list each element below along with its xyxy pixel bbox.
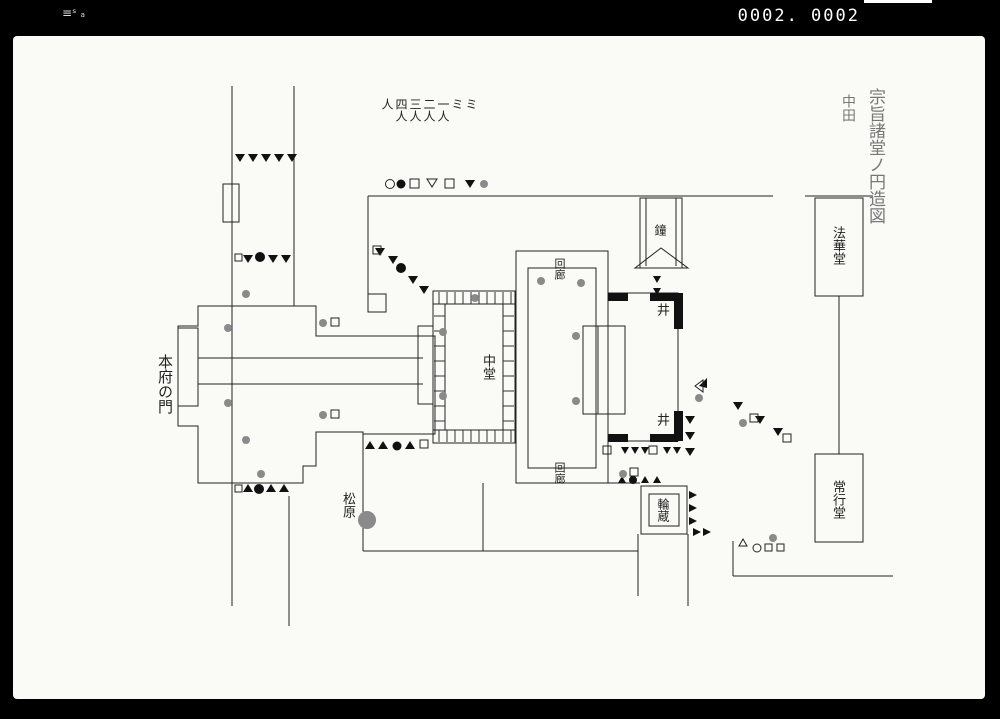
lane-gate-post xyxy=(222,183,240,223)
legend-label-1: ミ xyxy=(450,98,464,110)
triangle-column-right-of-sutra xyxy=(689,491,711,536)
frame-counter: 0002. 0002 xyxy=(737,6,860,26)
gray-markers xyxy=(224,277,777,542)
bell-tower-label: 鐘 xyxy=(653,224,667,236)
sutra-hall-outline xyxy=(640,485,688,535)
corner-mark: ≡ˢ ₐ xyxy=(62,6,86,20)
bell-tower-side-markers xyxy=(653,276,661,295)
well-lower-label: 井 xyxy=(654,413,669,426)
film-tab xyxy=(864,0,932,3)
bell-tower-roof xyxy=(633,247,690,269)
legend-label-6: 人 xyxy=(380,98,394,110)
legend-label-3: 二人 xyxy=(422,98,436,122)
front-courtyard-outline xyxy=(177,305,436,484)
corridor-upper-label: 回廊 xyxy=(553,258,566,280)
corridor-lower-label: 回廊 xyxy=(553,462,566,484)
diagonal-markers-upper xyxy=(375,248,429,294)
temple-plan-drawing xyxy=(177,86,893,626)
triangle-row-inner-court-bottom xyxy=(621,447,681,454)
right-hall-lower-label: 常行堂 xyxy=(830,480,845,519)
legend-labels: ミ ミ 一人 二人 三人 四人 人 xyxy=(380,98,478,174)
triangle-row-courtyard-bottom xyxy=(365,441,415,451)
right-hall-upper-label: 法華堂 xyxy=(830,226,845,265)
corridor-block-outline xyxy=(515,250,609,484)
middle-hall-steps xyxy=(417,325,434,405)
courtyard-side-gate xyxy=(367,293,387,313)
triangle-row-near-sutra xyxy=(618,476,661,484)
legend-symbols xyxy=(385,178,488,189)
inner-court-wall xyxy=(608,292,679,442)
sutra-hall-inner xyxy=(648,493,680,527)
middle-hall-label: 中堂 xyxy=(480,354,495,380)
main-gate-label: 本府の門 xyxy=(156,354,174,414)
triangle-row-lower-lane xyxy=(243,484,289,494)
sutra-hall-label: 輪蔵 xyxy=(656,498,670,522)
matsu-hara-label: 松原 xyxy=(340,492,355,518)
open-symbols-in-plan xyxy=(234,245,792,553)
plan-title: 宗旨諸堂ノ円造図 xyxy=(865,88,885,224)
legend-label-2: 一人 xyxy=(436,98,450,122)
legend-label-4: 三人 xyxy=(408,98,422,122)
main-gate-box xyxy=(177,327,199,407)
legend-label-5: 四人 xyxy=(394,98,408,122)
inner-court-bold-walls xyxy=(608,293,683,442)
diagonal-markers-right xyxy=(685,378,783,456)
plan-title-sub: 中田 xyxy=(840,94,856,122)
triangle-row-upper-lane xyxy=(235,154,297,162)
well-upper-label: 井 xyxy=(654,303,669,316)
triangle-row-mid-lane xyxy=(243,252,291,263)
paper-sheet: 宗旨諸堂ノ円造図 中田 ミ ミ 一人 二人 三人 四人 人 本府の門 中堂 回廊… xyxy=(13,36,985,699)
corridor-inner xyxy=(527,267,597,469)
corridor-connector xyxy=(582,325,626,415)
legend-label-0: ミ xyxy=(464,98,478,110)
middle-hall-hatching xyxy=(434,292,514,442)
